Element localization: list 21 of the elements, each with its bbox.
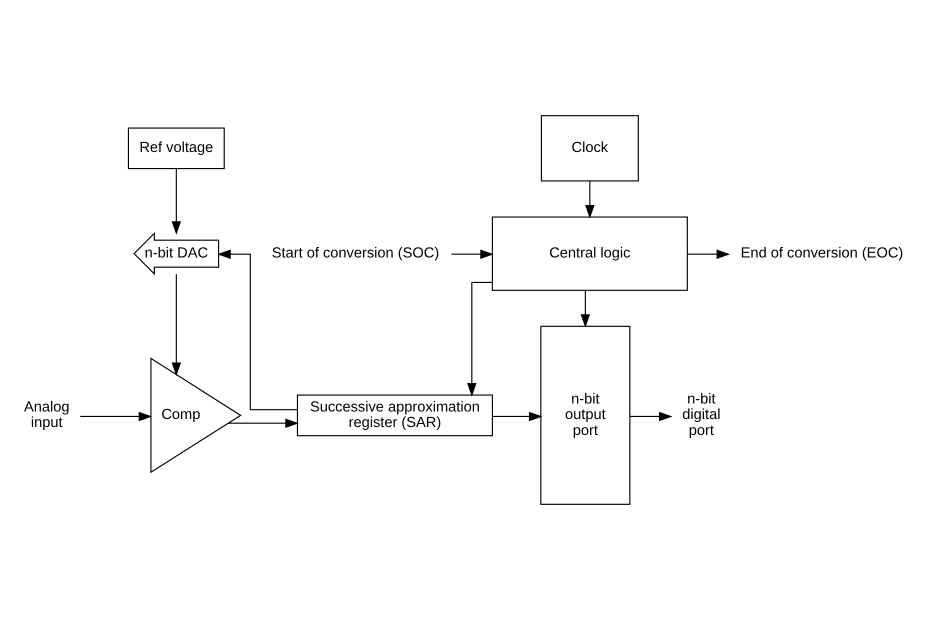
arrow (216, 248, 297, 410)
arrow (629, 411, 672, 421)
node-box: Successive approximation register (SAR) (296, 394, 492, 436)
arrow (171, 274, 181, 376)
arrow (580, 290, 590, 328)
arrow (492, 411, 542, 421)
node-box: Ref voltage (127, 126, 224, 169)
node-text: Start of conversion (SOC) (271, 244, 439, 261)
arrow (80, 411, 152, 421)
arrow (466, 281, 492, 396)
arrow (171, 168, 181, 234)
arrow (450, 248, 494, 258)
arrow (687, 248, 730, 258)
node-box: Clock (540, 114, 638, 182)
node-text: End of conversion (EOC) (740, 244, 903, 261)
node-text: n-bit digital port (682, 390, 720, 438)
arrow (584, 180, 594, 218)
node-box: Central logic (491, 216, 688, 290)
node-text: Analog input (23, 398, 70, 431)
node-box: n-bit output port (540, 325, 630, 504)
arrow (228, 418, 298, 428)
